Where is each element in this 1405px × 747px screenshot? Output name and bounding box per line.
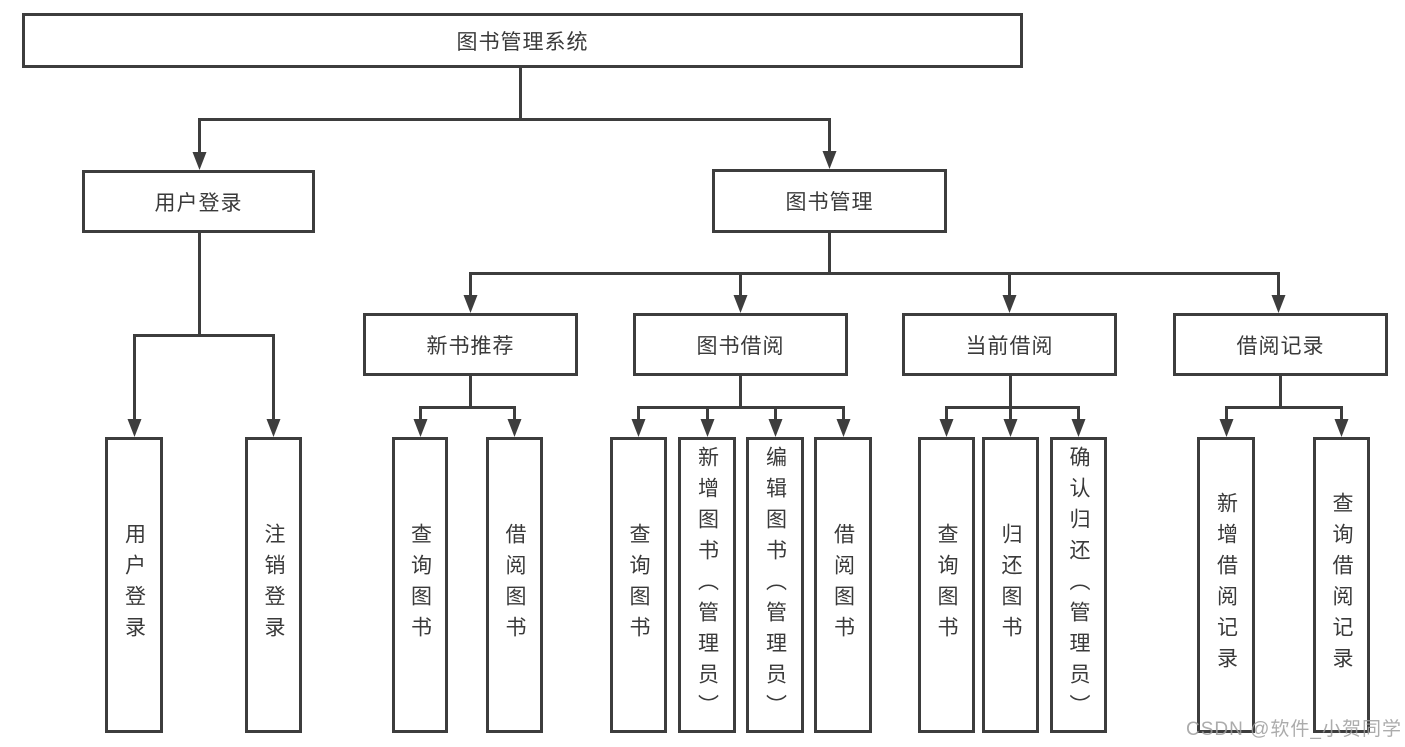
arrowheads-new-book xyxy=(413,419,522,437)
leaf-add-borrow-record-label: 新增借阅记录 xyxy=(1214,492,1238,678)
leaf-query-books-1-label: 查询图书 xyxy=(408,523,432,647)
node-user-login: 用户登录 xyxy=(82,170,315,233)
node-borrow-record: 借阅记录 xyxy=(1173,313,1388,376)
node-book-management: 图书管理 xyxy=(712,169,947,233)
leaf-logout-label: 注销登录 xyxy=(262,523,285,647)
node-current-borrow: 当前借阅 xyxy=(902,313,1117,376)
leaf-query-books-3-label: 查询图书 xyxy=(935,523,958,647)
node-book-borrow: 图书借阅 xyxy=(633,313,848,376)
leaf-query-books-1: 查询图书 xyxy=(392,437,448,733)
leaf-add-books-admin: 新增图书（管理员） xyxy=(678,437,736,733)
node-root-label: 图书管理系统 xyxy=(456,30,589,54)
leaf-borrow-books-1: 借阅图书 xyxy=(486,437,543,733)
leaf-borrow-books-2-label: 借阅图书 xyxy=(831,523,855,647)
leaf-edit-books-admin: 编辑图书（管理员） xyxy=(746,437,804,733)
leaf-query-books-3: 查询图书 xyxy=(918,437,975,733)
node-current-borrow-label: 当前借阅 xyxy=(965,334,1054,358)
arrowheads-user-login xyxy=(127,419,281,437)
leaf-return-books-label: 归还图书 xyxy=(999,523,1022,647)
connector-current-borrow-branch xyxy=(945,376,1080,421)
node-book-management-label: 图书管理 xyxy=(785,191,874,214)
leaf-confirm-return-admin-label: 确认归还（管理员） xyxy=(1067,445,1090,725)
connector-user-login-branch xyxy=(133,233,275,421)
connector-new-book-branch xyxy=(419,376,516,421)
node-borrow-record-label: 借阅记录 xyxy=(1236,334,1325,358)
leaf-borrow-books-2: 借阅图书 xyxy=(814,437,872,733)
node-root-library-system: 图书管理系统 xyxy=(22,13,1023,68)
leaf-logout: 注销登录 xyxy=(245,437,302,733)
arrowheads-borrow-record xyxy=(1219,419,1349,437)
leaf-edit-books-admin-label: 编辑图书（管理员） xyxy=(763,445,787,725)
csdn-watermark: CSDN @软件_小贺同学 xyxy=(1186,719,1402,740)
connector-borrow-record-branch xyxy=(1225,376,1343,421)
node-book-borrow-label: 图书借阅 xyxy=(696,334,785,358)
leaf-add-borrow-record: 新增借阅记录 xyxy=(1197,437,1255,733)
arrowheads-level3 xyxy=(463,295,1286,313)
leaf-borrow-books-1-label: 借阅图书 xyxy=(503,523,526,647)
leaf-return-books: 归还图书 xyxy=(982,437,1039,733)
connector-root-to-level2 xyxy=(198,68,831,153)
leaf-query-books-2-label: 查询图书 xyxy=(627,523,650,647)
leaf-add-books-admin-label: 新增图书（管理员） xyxy=(695,445,719,725)
node-new-book-recommend: 新书推荐 xyxy=(363,313,578,376)
connector-book-borrow-branch xyxy=(637,376,845,421)
arrowheads-book-borrow xyxy=(631,419,851,437)
leaf-user-login: 用户登录 xyxy=(105,437,163,733)
leaf-query-borrow-record: 查询借阅记录 xyxy=(1313,437,1370,733)
node-user-login-label: 用户登录 xyxy=(154,191,243,215)
leaf-query-borrow-record-label: 查询借阅记录 xyxy=(1330,492,1353,678)
leaf-query-books-2: 查询图书 xyxy=(610,437,667,733)
leaf-user-login-label: 用户登录 xyxy=(122,523,146,647)
leaf-confirm-return-admin: 确认归还（管理员） xyxy=(1050,437,1107,733)
node-new-book-recommend-label: 新书推荐 xyxy=(426,334,515,358)
arrowheads-level2 xyxy=(192,151,837,170)
connector-book-mgmt-branch xyxy=(469,233,1280,297)
arrowheads-current-borrow xyxy=(939,419,1086,437)
